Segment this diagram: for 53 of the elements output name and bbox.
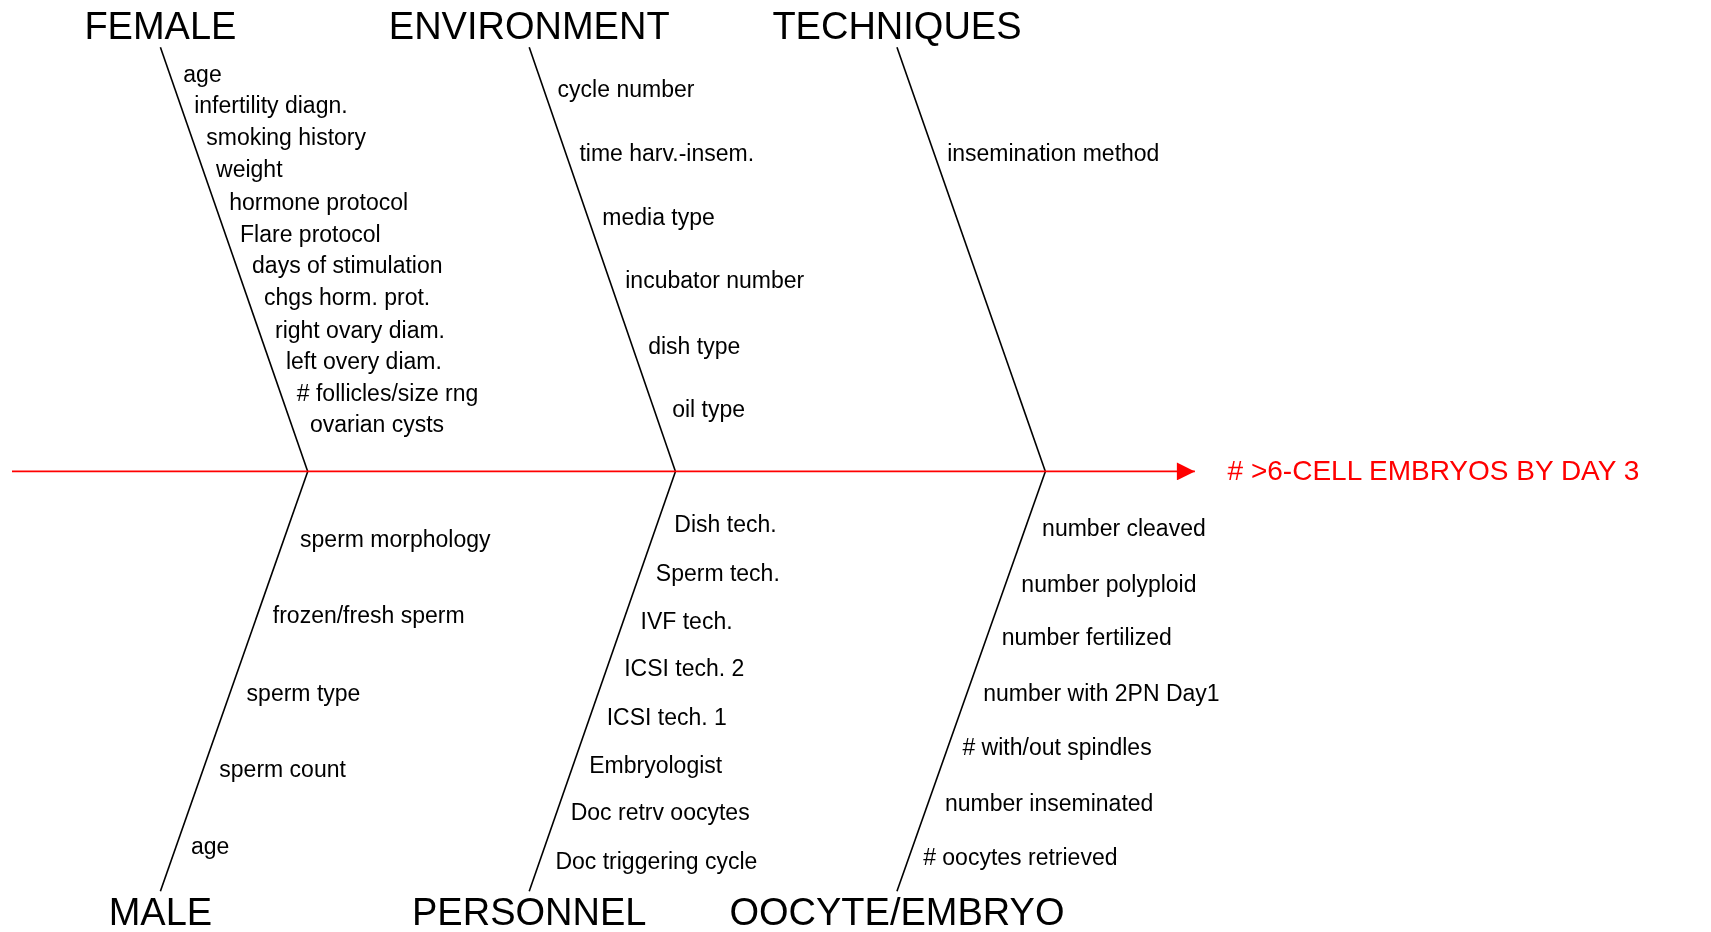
cause-label: hormone protocol (229, 190, 409, 214)
cause-label: # with/out spindles (962, 735, 1152, 759)
cause-label: Doc triggering cycle (555, 849, 758, 873)
category-heading: FEMALE (84, 7, 237, 46)
cause-label: media type (602, 205, 715, 229)
cause-label: Sperm tech. (655, 561, 780, 585)
cause-label: frozen/fresh sperm (272, 603, 465, 627)
category-heading: TECHNIQUES (772, 7, 1022, 46)
cause-label: infertility diagn. (194, 93, 348, 117)
cause-label: Dish tech. (674, 512, 777, 536)
cause-label: weight (216, 157, 283, 181)
cause-label: Doc retrv oocytes (570, 800, 750, 824)
cause-label: incubator number (625, 268, 805, 292)
bone-line (528, 470, 677, 893)
cause-label: # oocytes retrieved (923, 845, 1118, 869)
cause-label: cycle number (557, 77, 695, 101)
cause-label: right ovary diam. (274, 318, 445, 342)
category-heading: MALE (108, 893, 213, 932)
bone-line (159, 46, 309, 473)
bone-line (528, 46, 677, 473)
cause-label: ICSI tech. 2 (624, 656, 745, 680)
cause-label: number polyploid (1021, 572, 1197, 596)
category-heading: OOCYTE/EMBRYO (729, 893, 1065, 932)
spine-arrow (11, 462, 1196, 481)
cause-label: sperm count (219, 757, 346, 781)
cause-label: ICSI tech. 1 (606, 705, 727, 729)
cause-label: number fertilized (1001, 625, 1172, 649)
category-heading: PERSONNEL (412, 893, 647, 932)
cause-label: number inseminated (944, 791, 1154, 815)
cause-label: sperm morphology (300, 527, 491, 551)
cause-label: oil type (672, 397, 746, 421)
bone-line (159, 470, 309, 893)
cause-label: ovarian cysts (309, 412, 445, 436)
bone-line (896, 470, 1047, 893)
cause-label: age (190, 834, 230, 858)
cause-label: Embryologist (589, 753, 723, 777)
cause-label: chgs horm. prot. (264, 285, 431, 309)
cause-label: dish type (648, 334, 741, 358)
cause-label: sperm type (246, 681, 361, 705)
cause-label: # follicles/size rng (296, 381, 479, 405)
cause-label: number with 2PN Day1 (983, 681, 1220, 705)
cause-label: IVF tech. (640, 609, 733, 633)
cause-label: age (183, 62, 222, 86)
cause-label: left overy diam. (285, 349, 442, 373)
cause-label: insemination method (947, 141, 1160, 165)
cause-label: Flare protocol (240, 222, 381, 245)
bone-line (896, 46, 1047, 473)
category-heading: ENVIRONMENT (388, 7, 670, 46)
cause-label: smoking history (206, 126, 366, 149)
cause-label: days of stimulation (252, 253, 443, 277)
effect-label: # >6-CELL EMBRYOS BY DAY 3 (1194, 457, 1640, 486)
cause-label: time harv.-insem. (579, 141, 755, 165)
cause-label: number cleaved (1042, 516, 1206, 540)
